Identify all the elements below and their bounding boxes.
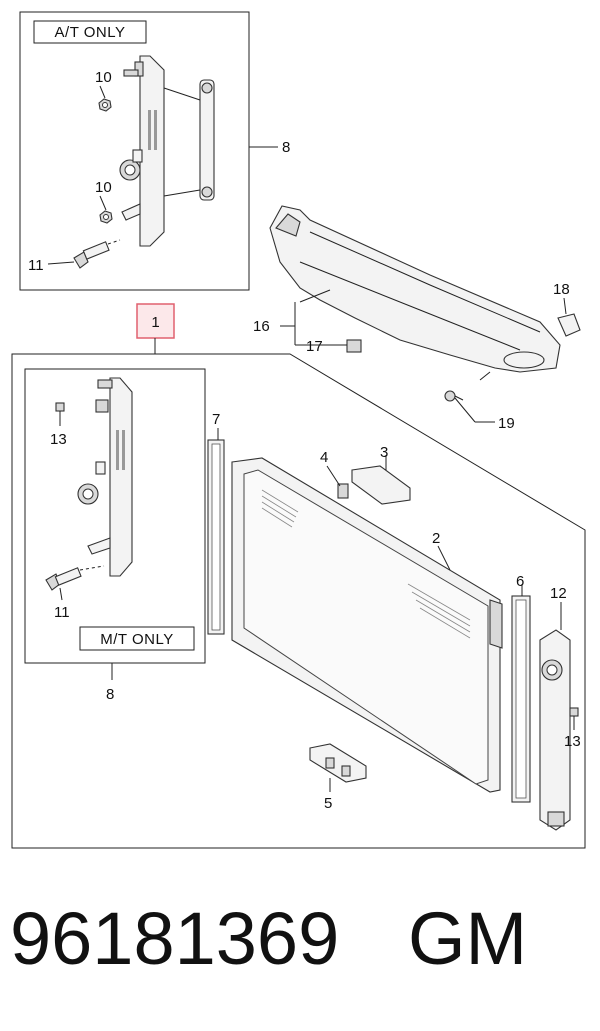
callout-5: 5 — [324, 795, 332, 812]
callout-8-bottom: 8 — [106, 686, 114, 703]
clip-13-right — [569, 707, 579, 717]
mt-only-label-box — [79, 626, 195, 651]
at-nut-upper — [98, 98, 112, 112]
mt-only-label: M/T ONLY — [100, 631, 173, 648]
callout-13-left: 13 — [50, 431, 67, 448]
at-side-tank — [119, 55, 165, 247]
mt-only-inset: M/T ONLY 13 11 — [24, 368, 206, 664]
callout-2: 2 — [432, 530, 440, 547]
bracket-3 — [351, 465, 411, 505]
radiator-core — [231, 457, 503, 793]
bracket-5 — [309, 743, 367, 783]
callout-7: 7 — [212, 411, 220, 428]
callout-4: 4 — [320, 449, 328, 466]
callout-10-upper: 10 — [95, 69, 112, 86]
at-oil-cooler — [163, 79, 215, 201]
part-number-caption: 96181369 — [10, 897, 340, 980]
main-assembly-outline — [11, 353, 586, 849]
callout-11-bottom: 11 — [54, 604, 70, 621]
seal-7 — [207, 439, 225, 635]
mt-clip-13 — [55, 402, 65, 412]
at-only-inset: A/T ONLY — [19, 11, 250, 291]
bolt-19 — [444, 390, 464, 402]
at-nut-lower — [99, 210, 113, 224]
callout-18: 18 — [553, 281, 570, 298]
bracket-4 — [337, 483, 349, 499]
callout-10-lower: 10 — [95, 179, 112, 196]
callout-3: 3 — [380, 444, 388, 461]
callout-16: 16 — [253, 318, 270, 335]
mt-drain-plug — [45, 565, 105, 591]
mt-side-tank — [77, 377, 133, 577]
at-drain-plug — [73, 239, 121, 269]
callout-8-top: 8 — [282, 139, 290, 156]
callout-19: 19 — [498, 415, 515, 432]
callout-12: 12 — [550, 585, 567, 602]
at-only-label-box — [33, 20, 147, 44]
side-tank-12 — [539, 629, 571, 831]
callout-1: 1 — [151, 314, 159, 331]
callout-13-right: 13 — [564, 733, 581, 750]
callout-17: 17 — [306, 338, 323, 355]
radiator-upper-cover — [269, 205, 561, 373]
callout-6: 6 — [516, 573, 524, 590]
clip-17 — [346, 339, 362, 353]
seal-6 — [511, 595, 531, 803]
at-only-label: A/T ONLY — [55, 24, 126, 41]
brand-caption: GM — [408, 897, 528, 980]
callout-11-top: 11 — [28, 257, 44, 274]
clip-18 — [557, 313, 581, 337]
